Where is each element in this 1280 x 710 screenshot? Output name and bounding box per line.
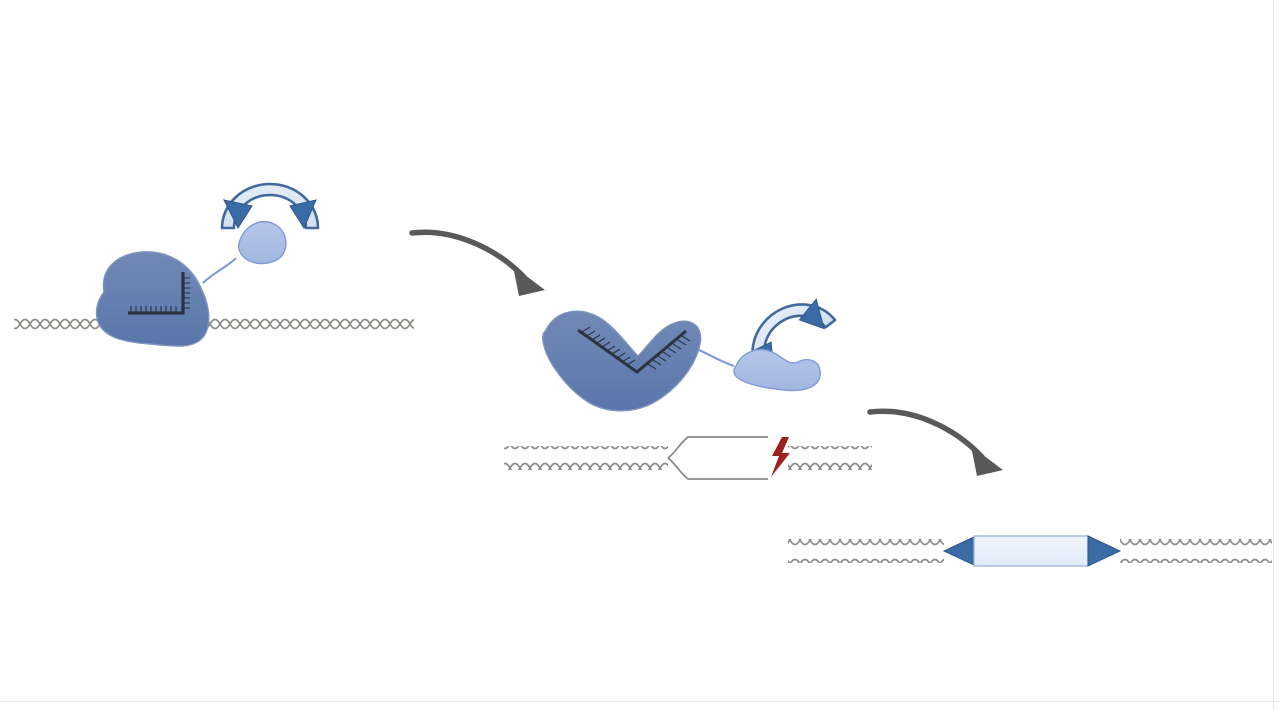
cas-effector-lobe	[541, 310, 702, 412]
adaptor-lobe	[238, 221, 287, 265]
cargo-body	[973, 535, 1089, 567]
stage-2-group	[504, 298, 872, 480]
r-loop-bubble	[667, 436, 768, 480]
ring-arrowhead-left	[223, 199, 253, 230]
target-dna-strand-left	[504, 446, 668, 470]
stage-1-group	[14, 182, 414, 347]
slide-border-right	[1273, 0, 1274, 710]
guide-rna-marker	[128, 272, 190, 315]
ring-arrowhead-right	[289, 199, 317, 230]
cargo-right-arrowhead	[1087, 535, 1122, 567]
stage-1-to-stage-2-arrow	[409, 229, 545, 296]
transposase-ring	[220, 182, 320, 230]
integrated-dna-strand-left	[788, 539, 944, 563]
slide-border-bottom	[0, 701, 1280, 702]
ring-arrowhead-right	[798, 298, 825, 330]
integrated-dna-strand-right	[1120, 539, 1272, 563]
cut-site-lightning-bolt	[771, 437, 790, 477]
linker-tether	[202, 257, 237, 284]
cargo-left-arrowhead	[942, 535, 977, 567]
linker-tether	[698, 349, 735, 367]
guide-rna-marker	[577, 326, 691, 374]
stage-2-to-stage-3-arrow	[867, 408, 1003, 476]
genomic-dna-strand	[14, 306, 414, 330]
target-dna-strand-right	[788, 446, 872, 470]
integrated-cargo-cassette	[942, 535, 1122, 567]
cas-effector-lobe	[95, 251, 210, 347]
stage-3-group	[788, 535, 1272, 567]
adaptor-lobe	[733, 348, 821, 392]
